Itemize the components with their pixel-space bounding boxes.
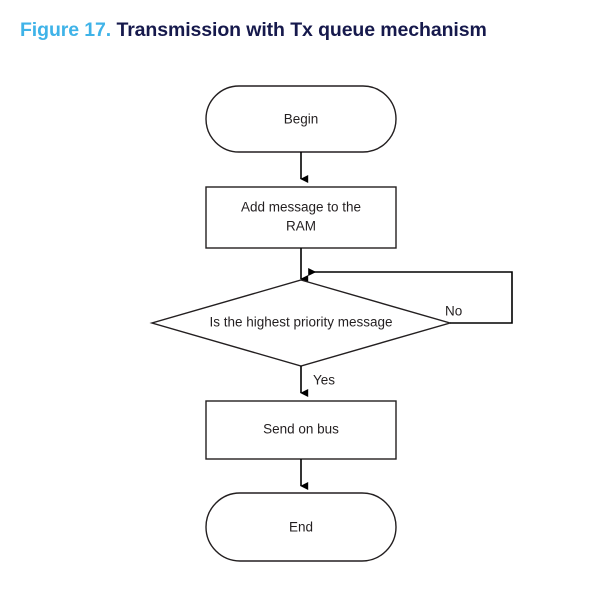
begin-label: Begin — [284, 112, 319, 127]
edge-decision-no-loop: No — [308, 267, 513, 324]
send-on-bus-label: Send on bus — [263, 422, 339, 437]
figure-title: Transmission with Tx queue mechanism — [116, 19, 487, 41]
decision-label: Is the highest priority message — [209, 315, 392, 330]
node-decision[interactable]: Is the highest priority message — [149, 279, 453, 367]
node-end[interactable]: End — [205, 492, 397, 562]
add-message-label-line2: RAM — [286, 219, 316, 234]
end-shape — [205, 492, 397, 562]
add-message-label-line1: Add message to the — [241, 200, 361, 215]
node-send-on-bus[interactable]: Send on bus — [205, 400, 397, 460]
edge-decision-no-path — [308, 267, 513, 324]
node-add-message[interactable]: Add message to the RAM — [205, 186, 397, 249]
edge-decision-to-send: Yes — [300, 366, 335, 398]
figure-caption: Figure 17. Transmission with Tx queue me… — [20, 17, 487, 43]
send-on-bus-shape — [205, 400, 397, 460]
end-label: End — [289, 520, 313, 535]
node-begin[interactable]: Begin — [205, 85, 397, 153]
edge-label-no: No — [445, 304, 462, 319]
edge-label-yes: Yes — [313, 373, 335, 388]
add-message-shape — [205, 186, 397, 249]
figure-number: Figure 17. — [20, 19, 112, 41]
